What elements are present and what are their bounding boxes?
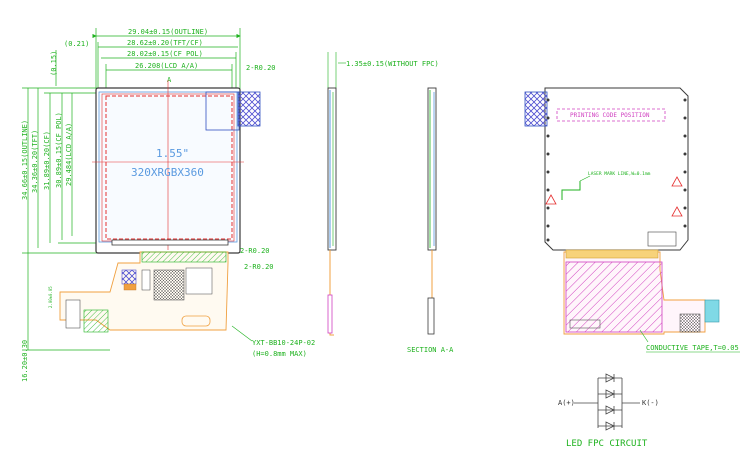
lcd-aa-width-dim: 26.208(LCD A/A) — [135, 62, 198, 70]
back-view: PRINTING CODE POSITION LASER MARK LINE,W… — [524, 87, 740, 353]
printing-code-label: PRINTING CODE POSITION — [570, 112, 650, 119]
front-view: 29.04±0.15(OUTLINE) (0.21) 28.62±0.20(TF… — [21, 28, 315, 382]
section-marker: A — [167, 76, 172, 84]
corner-radius-mid: 2-R0.20 — [240, 247, 270, 255]
section-title: SECTION A-A — [407, 346, 454, 354]
laser-mark-label: LASER MARK LINE,W=0.1mm — [588, 171, 651, 177]
cf-pol-width-dim: 28.02±0.15(CF POL) — [127, 50, 203, 58]
conductive-tape-label: CONDUCTIVE TAPE,T=0.05 — [646, 344, 739, 352]
connector-part: YXT-BB10-24P-02 — [252, 339, 315, 347]
cf-pol-height-dim: 30.89±0.15(CF POL) — [55, 112, 63, 188]
led-cathode: K(-) — [642, 399, 659, 407]
outline-height-dim: 34.66±0.15(OUTLINE) — [21, 120, 29, 200]
top-dimension-lines — [92, 28, 241, 90]
total-height-dim: 16.20±0.30 — [21, 340, 29, 382]
thickness-dim: 1.35±0.15(WITHOUT FPC) — [346, 60, 439, 68]
connector-leader — [231, 325, 253, 342]
side-view: 1.35±0.15(WITHOUT FPC) — [327, 52, 439, 336]
panel-size-label: 1.55" — [156, 147, 189, 160]
tft-height-dim: 34.36±0.20(TFT) — [31, 130, 39, 193]
tft-offset-dim: (0.21) — [64, 40, 89, 48]
corner-radius-top: 2-R0.20 — [246, 64, 276, 72]
active-area — [105, 95, 233, 240]
corner-radius-low: 2-R0.20 — [244, 263, 274, 271]
top-offset-dim: (0.15) — [50, 51, 58, 76]
connector-height: (H=0.8mm MAX) — [252, 350, 307, 358]
led-diodes — [598, 373, 622, 431]
led-circuit-title: LED FPC CIRCUIT — [566, 439, 648, 449]
led-anode: A(+) — [558, 399, 575, 407]
fpc-small-dim: 2.00±0.05 — [48, 286, 53, 308]
tft-width-dim: 28.62±0.20(TFT/CF) — [127, 39, 203, 47]
fpc-front — [59, 251, 229, 333]
glass-ledge — [111, 239, 229, 246]
outline-width-dim: 29.04±0.15(OUTLINE) — [128, 28, 208, 36]
section-view: SECTION A-A — [407, 87, 454, 354]
cf-height-dim: 31.89±0.20(CF) — [43, 131, 51, 190]
led-circuit: A(+) K(-) LED FPC CIRCUIT — [558, 373, 659, 449]
lcd-aa-height-dim: 29.484(LCD A/A) — [65, 123, 73, 186]
corner-hatch-block — [237, 91, 261, 127]
screw-holes — [546, 98, 687, 242]
left-dimension-lines — [22, 50, 110, 351]
panel-resolution-label: 320XRGBX360 — [131, 166, 204, 179]
